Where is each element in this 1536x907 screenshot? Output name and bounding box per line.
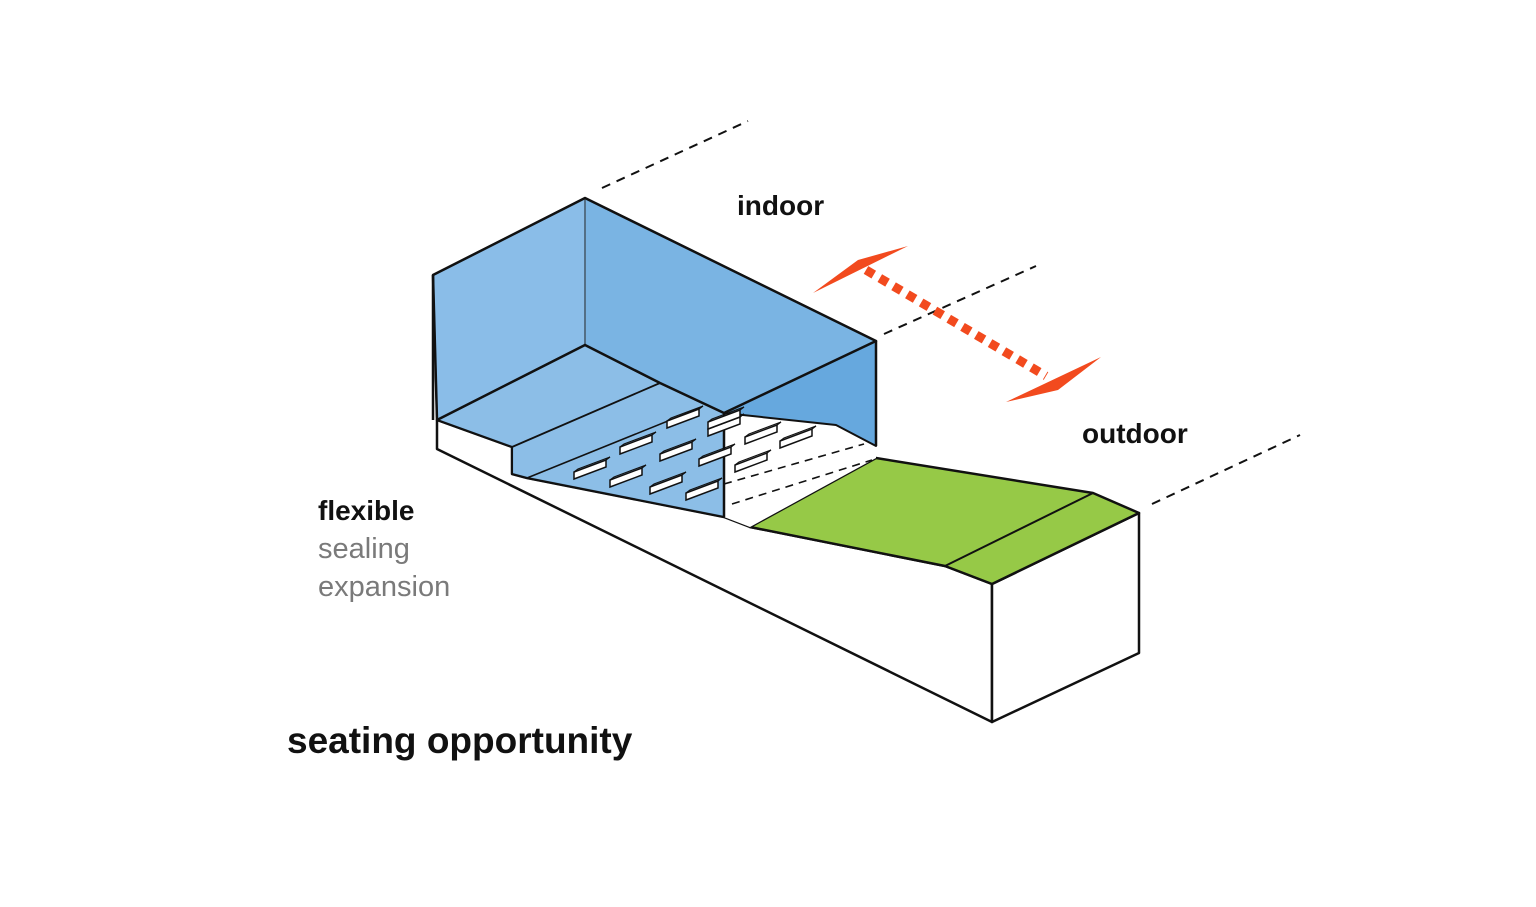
- bench-group: [573, 405, 817, 502]
- floor-step-line: [511, 382, 661, 448]
- label-flexible: flexible: [318, 495, 415, 526]
- label-indoor: indoor: [737, 190, 825, 221]
- bench-bar-top: [609, 464, 647, 481]
- arrow-head-outdoor: [1006, 357, 1101, 402]
- bench-bar-top: [685, 477, 723, 494]
- bench-bar-top: [659, 438, 697, 455]
- indoor-front-glazing: [431, 196, 878, 422]
- bench-bar-top: [649, 471, 687, 488]
- label-sealing: sealing: [318, 533, 410, 565]
- dashed-guide-lines: [601, 120, 1301, 505]
- paved-dashed-line-1: [723, 443, 865, 485]
- lawn-edge-line: [944, 492, 1094, 567]
- label-outdoor: outdoor: [1082, 418, 1188, 449]
- bench-bar-top: [666, 405, 704, 422]
- dashed-line-right: [1151, 434, 1301, 505]
- bench-bar-top: [573, 456, 611, 473]
- bench-bar-top: [779, 425, 817, 442]
- double-headed-arrow-icon: [813, 246, 1101, 402]
- bench-bar-top: [707, 406, 745, 423]
- diagram-title: seating opportunity: [287, 720, 633, 761]
- bench-bar-top: [734, 449, 772, 466]
- arrow-dotted-shaft: [863, 266, 1049, 380]
- dashed-line-middle: [883, 265, 1037, 335]
- arrow-head-indoor: [813, 246, 908, 293]
- dashed-line-top: [601, 120, 749, 189]
- paved-strip-surface: [724, 413, 876, 527]
- bench-bar-top: [698, 443, 736, 460]
- label-expansion: expansion: [318, 571, 451, 603]
- bench-bar-top: [744, 421, 782, 438]
- paved-strip: [723, 413, 876, 527]
- bench-bar-top: [619, 431, 657, 448]
- paved-dashed-line-2: [731, 459, 873, 505]
